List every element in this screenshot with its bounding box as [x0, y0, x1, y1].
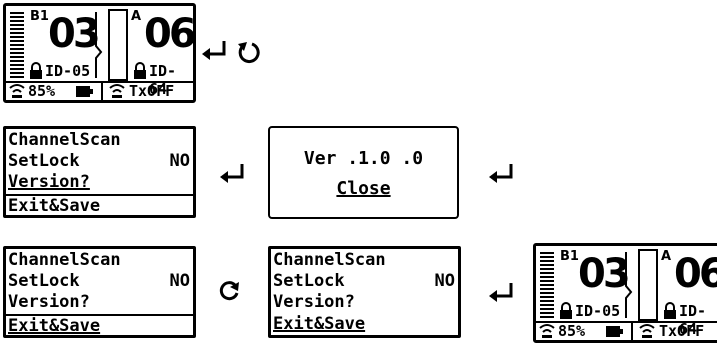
menu-item-label: Exit&Save — [8, 316, 101, 336]
left-channel-label: B1 — [560, 249, 579, 264]
menu-item-channelscan[interactable]: ChannelScan — [6, 130, 193, 150]
status-screen-graphics — [536, 249, 717, 340]
menu-item-label: Version? — [8, 292, 90, 312]
version-dialog: Ver .1.0 .0 Close — [268, 126, 459, 219]
left-channel-number: 03 — [48, 11, 101, 57]
enter-arrow-icon — [220, 164, 244, 183]
antenna-icon — [539, 324, 555, 338]
lock-icon — [664, 302, 676, 319]
enter-arrow-icon — [202, 41, 226, 60]
divider-bracket — [625, 252, 633, 318]
left-id: ID-05 — [575, 302, 621, 320]
menu-item-setlock[interactable]: SetLock NO — [6, 271, 193, 291]
battery-icon — [76, 86, 93, 97]
menu-item-value: NO — [169, 271, 190, 291]
rotate-ccw-icon — [238, 42, 260, 64]
menu-item-version[interactable]: Version? — [6, 172, 193, 192]
menu-item-channelscan[interactable]: ChannelScan — [271, 250, 458, 270]
signal-meter-left — [10, 12, 24, 78]
menu-screen-1: ChannelScan SetLock NO Version? Exit&Save — [3, 126, 196, 218]
antenna-icon — [9, 84, 25, 98]
antenna-icon — [109, 84, 125, 98]
level-bar-right — [638, 249, 658, 321]
battery-icon — [606, 326, 623, 337]
left-channel-label: B1 — [30, 9, 49, 24]
menu-item-exitsave[interactable]: Exit&Save — [271, 314, 458, 334]
rotate-cw-icon — [219, 281, 239, 301]
menu-item-value: NO — [434, 271, 455, 291]
menu-item-label: ChannelScan — [8, 130, 121, 150]
right-channel-label: A — [131, 9, 142, 24]
lock-icon — [560, 302, 572, 319]
menu-item-setlock[interactable]: SetLock NO — [6, 151, 193, 171]
tx-status: TxOFF — [659, 322, 705, 340]
enter-arrow-icon — [489, 164, 513, 183]
right-id: ID-64 — [679, 302, 707, 338]
right-channel-label: A — [661, 249, 672, 264]
menu-item-label: SetLock — [8, 151, 80, 171]
right-channel-number: 06 — [144, 11, 197, 57]
menu-item-label: Exit&Save — [273, 314, 366, 334]
lock-icon — [134, 62, 146, 79]
menu-item-exitsave[interactable]: Exit&Save — [6, 194, 193, 216]
menu-item-label: SetLock — [273, 271, 345, 291]
menu-item-label: Version? — [8, 172, 90, 192]
menu-screen-3: ChannelScan SetLock NO Version? Exit&Save — [268, 246, 461, 338]
menu-item-value: NO — [169, 151, 190, 171]
tx-status: TxOFF — [129, 82, 175, 100]
left-id: ID-05 — [45, 62, 91, 80]
menu-item-label: SetLock — [8, 271, 80, 291]
menu-item-exitsave[interactable]: Exit&Save — [6, 314, 193, 336]
close-button[interactable]: Close — [336, 178, 391, 199]
status-screen-top: B1 03 ID-05 85% A 06 ID-64 TxOFF — [3, 3, 197, 103]
battery-percent: 85% — [28, 82, 56, 100]
menu-item-label: Version? — [273, 292, 355, 312]
right-channel-number: 06 — [674, 251, 717, 297]
divider-bracket — [95, 12, 103, 78]
level-bar-right — [108, 9, 128, 81]
version-text: Ver .1.0 .0 — [303, 148, 424, 169]
enter-arrow-icon — [489, 283, 513, 302]
menu-screen-2: ChannelScan SetLock NO Version? Exit&Save — [3, 246, 196, 338]
menu-item-setlock[interactable]: SetLock NO — [271, 271, 458, 291]
left-channel-number: 03 — [578, 251, 631, 297]
menu-item-channelscan[interactable]: ChannelScan — [6, 250, 193, 270]
antenna-icon — [639, 324, 655, 338]
battery-percent: 85% — [558, 322, 586, 340]
signal-meter-left — [540, 252, 554, 318]
top-arrows — [202, 41, 260, 64]
right-id: ID-64 — [149, 62, 177, 98]
menu-item-label: Exit&Save — [8, 196, 101, 216]
menu-item-label: ChannelScan — [8, 250, 121, 270]
lock-icon — [30, 62, 42, 79]
menu-item-version[interactable]: Version? — [271, 292, 458, 312]
menu-item-version[interactable]: Version? — [6, 292, 193, 312]
status-screen-graphics — [6, 9, 193, 100]
menu-item-label: ChannelScan — [273, 250, 386, 270]
status-screen-bottom: B1 03 ID-05 85% A 06 ID-64 TxOFF — [533, 243, 717, 343]
